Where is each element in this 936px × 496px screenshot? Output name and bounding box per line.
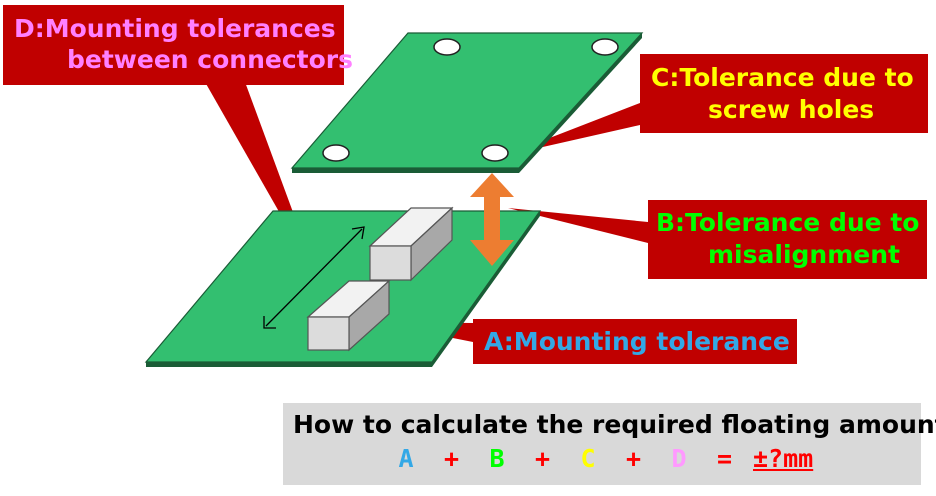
formula-term-c: C (580, 444, 596, 473)
formula-plus-1: + (443, 444, 460, 473)
formula-term-d: D (671, 444, 687, 473)
callout-c-line2: screw holes (708, 95, 875, 124)
connector-front (306, 279, 391, 352)
callout-a-text: A:Mounting tolerance (484, 327, 790, 356)
callout-c-box (640, 54, 928, 133)
connector-spacing-arrow (263, 226, 365, 329)
formula-term-a: A (398, 444, 414, 473)
callout-b-box (648, 200, 927, 279)
screw-hole-back-right (591, 38, 619, 56)
connector-back (368, 206, 454, 282)
formula-term-b: B (489, 444, 505, 473)
callout-d-box (3, 5, 344, 85)
formula-plus-3: + (625, 444, 642, 473)
formula-equals: = (716, 444, 733, 473)
formula-result: ±?mm (753, 444, 814, 473)
callout-b-line2: misalignment (708, 240, 900, 269)
formula-box: How to calculate the required floating a… (283, 403, 936, 485)
screw-hole-front-left (322, 144, 350, 162)
upper-pcb-board (290, 32, 644, 173)
formula-equation: A + B + C + D = ±?mm (383, 444, 813, 478)
callout-a-box (473, 319, 797, 364)
callout-d-line1: D:Mounting tolerances (14, 14, 336, 43)
callout-b-pointer (508, 208, 648, 243)
misalignment-arrow (470, 173, 514, 266)
formula-title: How to calculate the required floating a… (293, 410, 936, 439)
formula-plus-2: + (534, 444, 551, 473)
callout-c-line1: C:Tolerance due to (651, 63, 914, 92)
callout-d-line2: between connectors (67, 45, 354, 74)
screw-hole-front-right (481, 144, 509, 162)
screw-hole-back-left (433, 38, 461, 56)
callout-b-line1: B:Tolerance due to (656, 208, 920, 237)
